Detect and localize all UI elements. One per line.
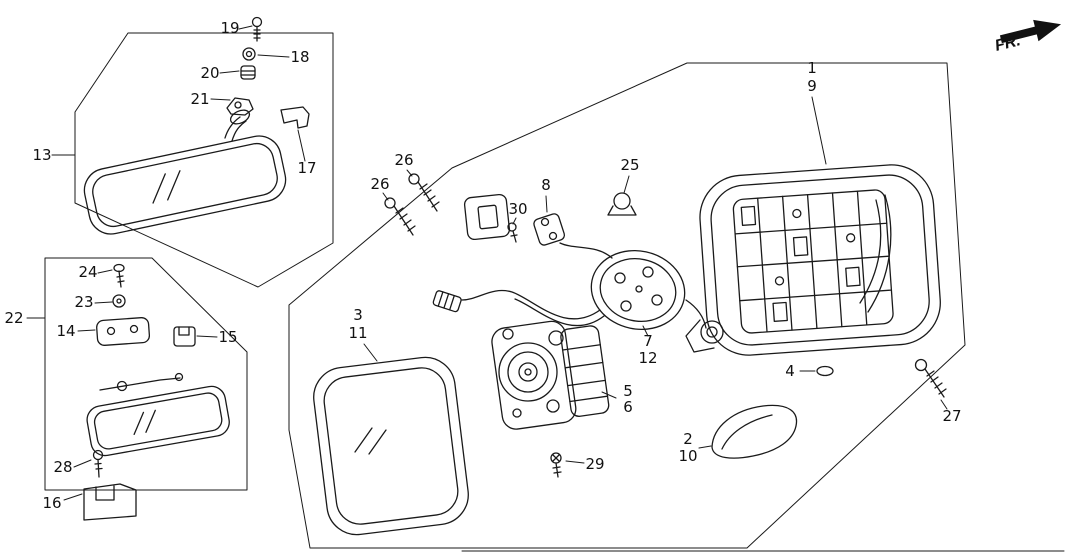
part-16-cover: [83, 483, 137, 521]
callout-13: 13: [32, 146, 51, 164]
day-mirror-arm: [99, 377, 181, 391]
day-mirror-enclosure: [44, 257, 248, 491]
callout-1: 1: [807, 59, 817, 77]
part-4-seal: [816, 365, 834, 377]
callout-7: 7: [643, 332, 653, 350]
callout-15: 15: [218, 328, 237, 346]
callout-19: 19: [220, 19, 239, 37]
leader-lines: [26, 25, 948, 501]
screw-30: [507, 222, 518, 243]
callout-3: 3: [353, 306, 363, 324]
callout-11: 11: [348, 324, 367, 342]
part-15-clip: [173, 326, 196, 347]
screw-29: [550, 452, 562, 478]
callout-17: 17: [297, 159, 316, 177]
housing-cover: [711, 404, 798, 459]
callout-24: 24: [78, 263, 97, 281]
callout-12: 12: [638, 349, 657, 367]
callout-5: 5: [623, 382, 633, 400]
callout-labels: 19 18 20 21 13 17 26 26 30 8 25 1 9 22 2…: [4, 19, 961, 512]
part-17-clip: [280, 106, 310, 129]
rearview-mirror-enclosure: [74, 32, 334, 288]
callout-8: 8: [541, 176, 551, 194]
callout-10: 10: [678, 447, 697, 465]
fr-arrow-icon: [999, 19, 1062, 44]
callout-14: 14: [56, 322, 75, 340]
housing-pivot: [685, 299, 724, 353]
rearview-mirror: [83, 109, 287, 235]
harness: [432, 242, 686, 331]
callout-2: 2: [683, 430, 693, 448]
gasket: [463, 193, 511, 241]
mirror-glass: [313, 356, 469, 536]
bolt-27: [914, 358, 947, 398]
door-mirror-enclosure: [288, 62, 966, 549]
callout-25: 25: [620, 156, 639, 174]
day-mirror-body: [86, 385, 230, 457]
callout-21: 21: [190, 90, 209, 108]
callout-16: 16: [42, 494, 61, 512]
fr-label: FR.: [993, 32, 1022, 55]
harness-connector: [432, 290, 462, 313]
part-23-washer: [112, 294, 126, 308]
day-mirror-group: [83, 263, 230, 521]
callout-18: 18: [290, 48, 309, 66]
callout-30: 30: [508, 200, 527, 218]
enclosure-boxes: [44, 32, 1065, 552]
callout-26a: 26: [394, 151, 413, 169]
fr-direction: FR.: [993, 19, 1062, 55]
callout-4: 4: [785, 362, 795, 380]
callout-27: 27: [942, 407, 961, 425]
callout-6: 6: [623, 398, 633, 416]
part-25-grommet: [607, 192, 637, 216]
part-21-bracket: [226, 97, 254, 116]
bolt-26b: [384, 197, 416, 236]
part-20-bushing: [240, 65, 256, 80]
callout-28: 28: [53, 458, 72, 476]
part-14-base: [96, 317, 151, 346]
callout-23: 23: [74, 293, 93, 311]
part-8-bracket: [533, 213, 566, 246]
callout-22: 22: [4, 309, 23, 327]
callout-9: 9: [807, 77, 817, 95]
housing-wire: [867, 194, 892, 313]
door-mirror-housing: [685, 164, 941, 356]
actuator: [491, 320, 610, 430]
mirror-mount-parts: [226, 16, 310, 129]
part-28-screw: [92, 449, 104, 478]
part-19-screw: [251, 16, 263, 42]
part-18-washer: [242, 47, 256, 61]
callout-26b: 26: [370, 175, 389, 193]
bolt-26a: [408, 173, 440, 212]
callout-29: 29: [585, 455, 604, 473]
harness-wire: [461, 289, 601, 320]
callout-20: 20: [200, 64, 219, 82]
part-24-screw: [113, 263, 125, 288]
